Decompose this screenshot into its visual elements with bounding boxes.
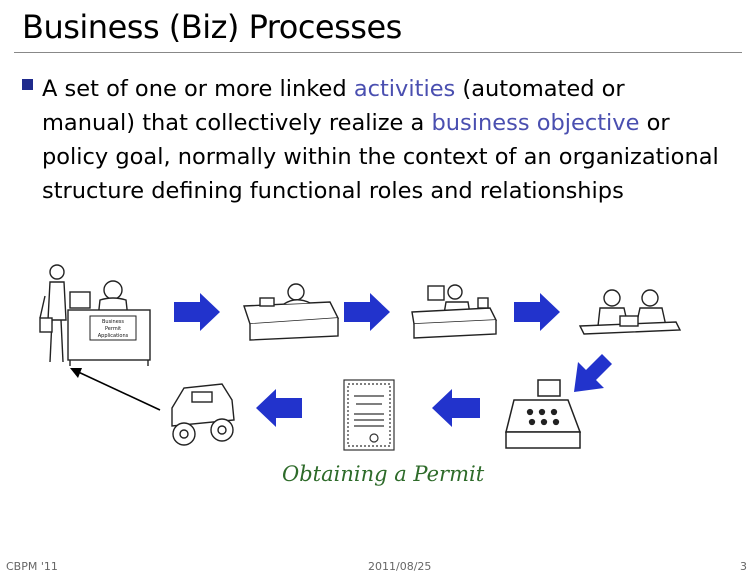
- square-bullet-icon: [22, 79, 33, 90]
- term-activities: activities: [353, 76, 456, 102]
- arrow-left-icon: [256, 389, 302, 427]
- desk-sign-line2: Permit: [105, 326, 121, 332]
- clerk-at-desk-clipart: [243, 283, 340, 341]
- slide-title: Business (Biz) Processes: [22, 8, 402, 46]
- bullet-text-part: or policy goal, normally within the cont…: [42, 110, 719, 204]
- vehicle-clipart: [171, 383, 235, 446]
- desk-sign-line3: Applications: [98, 333, 129, 339]
- footer-left: CBPM '11: [6, 560, 58, 573]
- cash-register-clipart: [505, 379, 582, 449]
- figure-caption: Obtaining a Permit: [282, 462, 485, 486]
- term-business-objective: business objective: [431, 110, 640, 136]
- arrow-right-icon: [174, 293, 220, 331]
- title-divider: [14, 52, 742, 53]
- return-arrowhead: [70, 368, 82, 378]
- arrow-right-icon: [514, 293, 560, 331]
- process-illustration: Business Permit Applications: [39, 264, 682, 451]
- footer-center: 2011/08/25: [368, 560, 432, 573]
- certificate-clipart: [343, 379, 395, 451]
- worker-at-computer-clipart: [411, 284, 498, 339]
- return-arrow: [73, 369, 161, 411]
- footer-page-number: 3: [740, 560, 747, 573]
- bullet-text-part: (automated or manual) that collectively …: [42, 76, 625, 136]
- desk-sign-line1: Business: [102, 319, 124, 325]
- arrow-right-icon: [344, 293, 390, 331]
- bullet-text: A set of one or more linked activities (…: [42, 72, 722, 208]
- bullet-text-part: A set of one or more linked: [42, 76, 354, 102]
- arrow-down-left-icon: [574, 354, 612, 392]
- arrow-left-icon: [432, 389, 480, 427]
- meeting-clipart: [578, 289, 682, 335]
- desk-sign: Business Permit Applications: [89, 315, 137, 341]
